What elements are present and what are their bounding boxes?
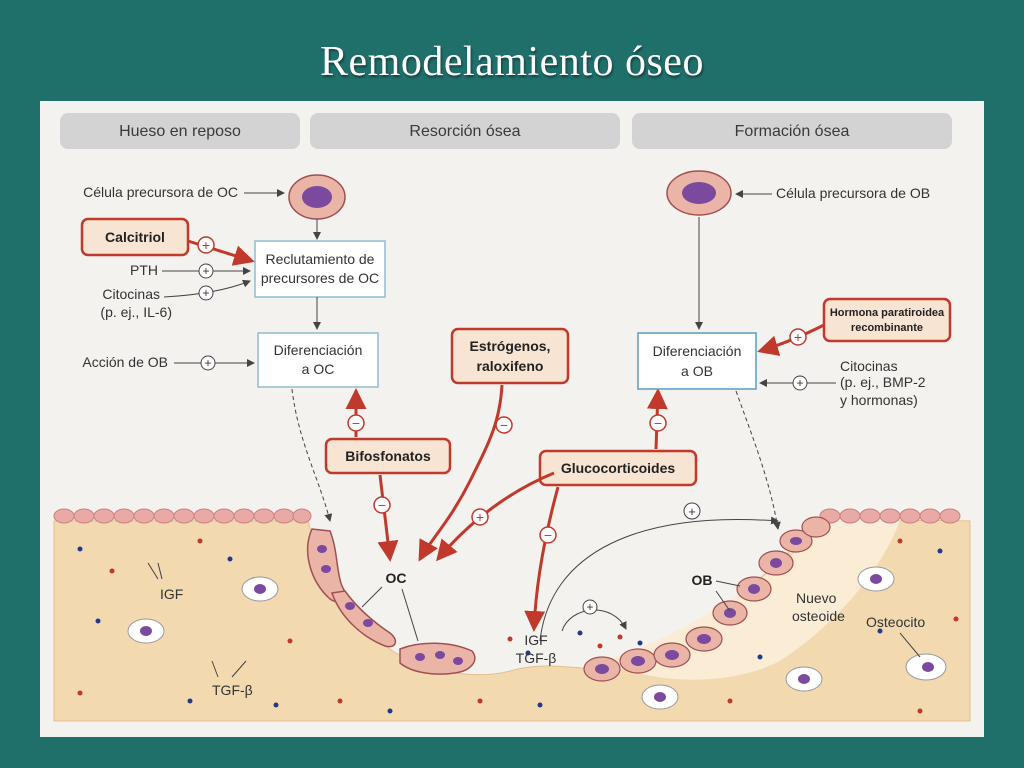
svg-text:precursores de OC: precursores de OC bbox=[261, 270, 379, 286]
minus-estrogens: − bbox=[495, 416, 513, 434]
header-resorption-label: Resorción ósea bbox=[409, 123, 520, 140]
osteoblast-nuclei bbox=[595, 537, 802, 674]
svg-text:−: − bbox=[544, 527, 552, 543]
bisphosphonates-box: Bifosfonatos bbox=[324, 437, 452, 475]
svg-text:Reclutamiento de: Reclutamiento de bbox=[266, 251, 375, 267]
cytokines-ob-line3: y hormonas) bbox=[840, 392, 918, 408]
new-osteoid-label-1: Nuevo bbox=[796, 590, 837, 606]
minus-gluco-down: − bbox=[539, 526, 557, 544]
header-resting: Hueso en reposo bbox=[60, 113, 300, 149]
ob-label: OB bbox=[692, 572, 713, 588]
cytokines-label-2: (p. ej., IL-6) bbox=[100, 304, 172, 320]
svg-text:−: − bbox=[378, 497, 386, 513]
svg-text:+: + bbox=[586, 600, 593, 614]
ob-action-label: Acción de OB bbox=[82, 354, 168, 370]
svg-text:Estrógenos,: Estrógenos, bbox=[470, 338, 551, 354]
plus-cytokines: + bbox=[198, 285, 214, 301]
svg-text:+: + bbox=[202, 286, 209, 300]
plus-gluco: + bbox=[471, 508, 489, 526]
ob-precursor-cell bbox=[666, 170, 732, 216]
svg-text:raloxifeno: raloxifeno bbox=[477, 358, 544, 374]
ob-differentiation-box: Diferenciación a OB bbox=[637, 332, 757, 390]
plus-pth: + bbox=[198, 263, 214, 279]
tgf-mid-label: TGF-β bbox=[516, 650, 557, 666]
new-osteoid-label-2: osteoide bbox=[792, 608, 845, 624]
svg-text:−: − bbox=[654, 415, 662, 431]
slide-title: Remodelamiento óseo bbox=[320, 39, 704, 85]
osteocytes bbox=[127, 566, 947, 710]
bone-remodeling-diagram: Hueso en reposo Resorción ósea Formación… bbox=[40, 101, 984, 737]
svg-text:+: + bbox=[476, 509, 484, 525]
header-formation: Formación ósea bbox=[632, 113, 952, 149]
glucocorticoids-box: Glucocorticoides bbox=[538, 449, 698, 487]
plus-ob-action: + bbox=[200, 355, 216, 371]
tgf-left-label: TGF-β bbox=[212, 682, 253, 698]
recruitment-box: Reclutamiento de precursores de OC bbox=[254, 240, 386, 298]
oc-precursor-label: Célula precursora de OC bbox=[83, 184, 238, 200]
svg-text:Diferenciación: Diferenciación bbox=[653, 343, 742, 359]
oc-label: OC bbox=[386, 570, 407, 586]
svg-text:−: − bbox=[352, 415, 360, 431]
cytokines-ob-line1: Citocinas bbox=[840, 358, 898, 374]
minus-gluco-up: − bbox=[649, 414, 667, 432]
svg-text:Diferenciación: Diferenciación bbox=[274, 342, 363, 358]
svg-text:Glucocorticoides: Glucocorticoides bbox=[561, 460, 676, 476]
svg-text:+: + bbox=[202, 237, 210, 253]
lining-cells-left bbox=[53, 508, 312, 524]
calcitriol-box: Calcitriol bbox=[80, 217, 190, 257]
header-resorption: Resorción ósea bbox=[310, 113, 620, 149]
osteoclast-nuclei bbox=[317, 545, 463, 665]
lining-cells-right bbox=[819, 508, 961, 524]
plus-pth-recomb: + bbox=[789, 328, 807, 346]
oc-precursor-cell bbox=[288, 174, 346, 220]
growth-factor-dots bbox=[77, 538, 959, 714]
svg-text:Bifosfonatos: Bifosfonatos bbox=[345, 448, 431, 464]
plus-calcitriol: + bbox=[197, 236, 215, 254]
svg-text:+: + bbox=[688, 504, 696, 519]
svg-text:a OB: a OB bbox=[681, 363, 713, 379]
minus-bisphos-up: − bbox=[347, 414, 365, 432]
diagram-svg: Hueso en reposo Resorción ósea Formación… bbox=[53, 113, 971, 722]
plus-cytokines-ob: + bbox=[792, 375, 808, 391]
svg-text:−: − bbox=[500, 417, 508, 433]
header-resting-label: Hueso en reposo bbox=[119, 123, 241, 140]
svg-text:+: + bbox=[796, 376, 803, 390]
estrogens-box: Estrógenos, raloxifeno bbox=[450, 327, 570, 385]
svg-text:a OC: a OC bbox=[302, 361, 335, 377]
igf-mid-label: IGF bbox=[524, 632, 547, 648]
svg-text:+: + bbox=[204, 356, 211, 370]
ob-precursor-label: Célula precursora de OB bbox=[776, 185, 930, 201]
svg-text:recombinante: recombinante bbox=[851, 322, 923, 334]
plus-igf-small: + bbox=[582, 599, 598, 615]
osteocyte-label: Osteocito bbox=[866, 614, 925, 630]
minus-bisphos-down: − bbox=[373, 496, 391, 514]
plus-igf-ob: + bbox=[683, 502, 701, 520]
oc-differentiation-box: Diferenciación a OC bbox=[257, 332, 379, 388]
header-formation-label: Formación ósea bbox=[735, 123, 850, 140]
cytokines-label-1: Citocinas bbox=[102, 286, 160, 302]
pth-label: PTH bbox=[130, 262, 158, 278]
cytokines-ob-line2: (p. ej., BMP-2 bbox=[840, 374, 926, 390]
svg-text:Hormona paratiroidea: Hormona paratiroidea bbox=[830, 307, 945, 319]
igf-left-label: IGF bbox=[160, 586, 183, 602]
pth-recombinant-box: Hormona paratiroidea recombinante bbox=[822, 297, 952, 343]
svg-text:+: + bbox=[202, 264, 209, 278]
calcitriol-label: Calcitriol bbox=[105, 229, 165, 245]
svg-text:+: + bbox=[794, 329, 802, 345]
